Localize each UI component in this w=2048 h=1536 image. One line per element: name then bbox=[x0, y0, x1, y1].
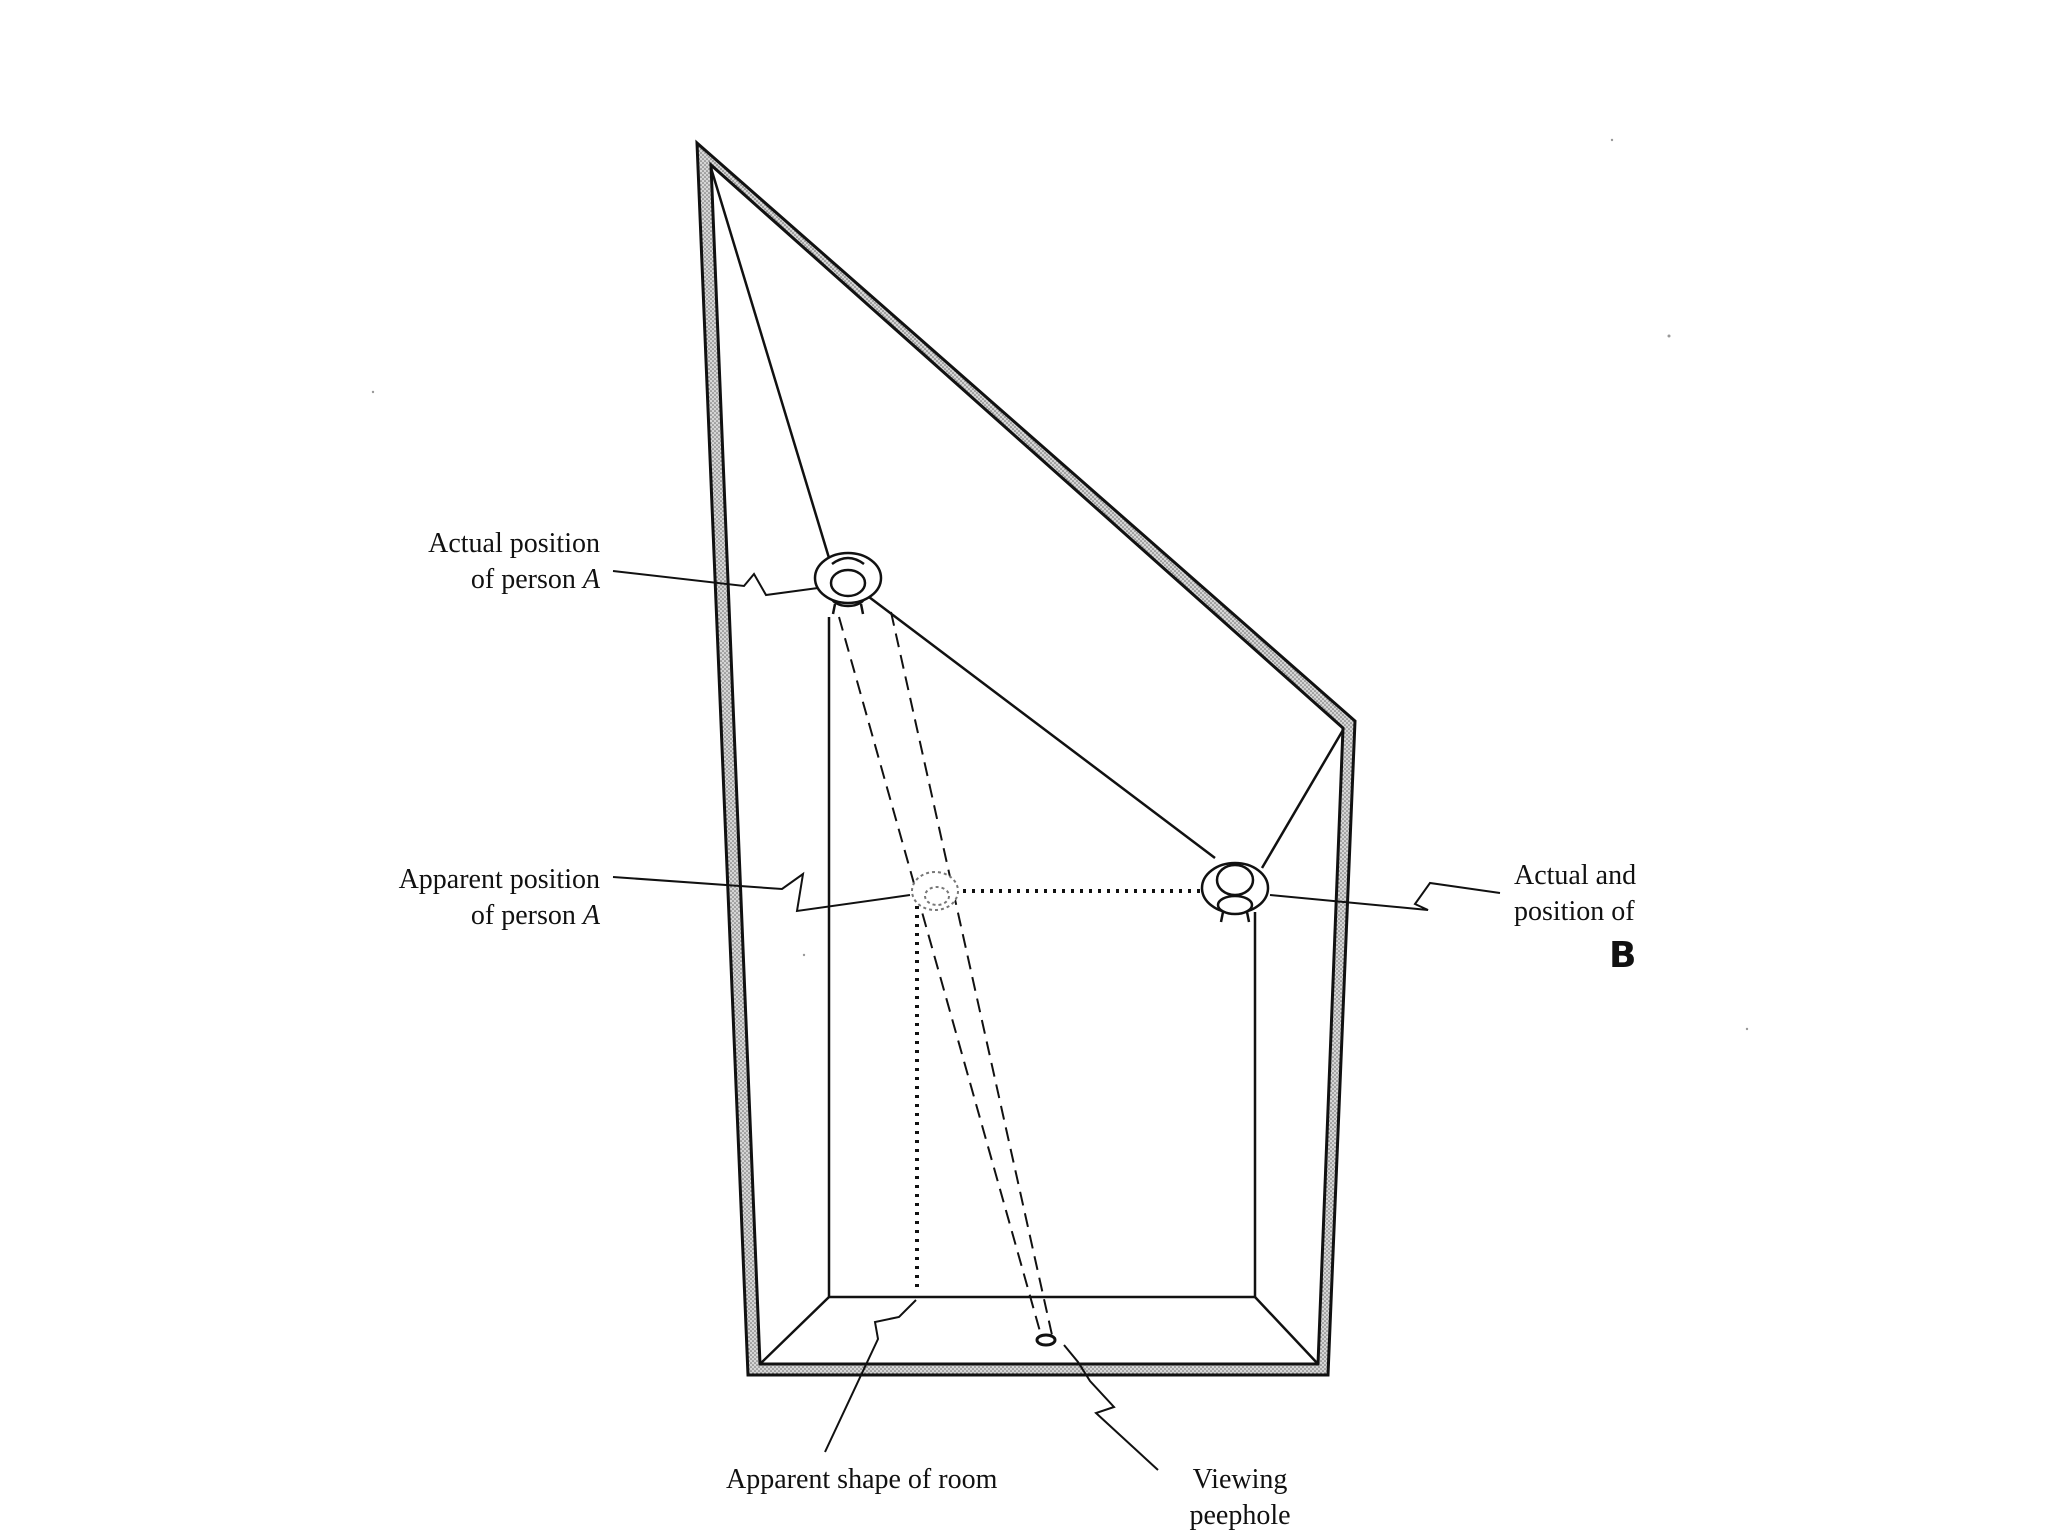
inner-floor-area bbox=[709, 161, 1345, 1366]
room-walls bbox=[695, 139, 1357, 1377]
label-viewing-peephole: Viewing peephole bbox=[1160, 1462, 1320, 1534]
label-apparent-position-a: Apparent position of person A bbox=[330, 862, 600, 934]
label-actual-a-line2: of person A bbox=[360, 562, 600, 598]
label-apparent-a-text: of person bbox=[470, 900, 576, 931]
label-actual-a-letter: A bbox=[582, 564, 600, 595]
person-a-figure bbox=[813, 551, 883, 615]
label-actual-position-b: Actual and position of bbox=[1514, 858, 1694, 930]
label-apparent-shape-of-room: Apparent shape of room bbox=[726, 1464, 998, 1495]
label-peephole-line2: peephole bbox=[1189, 1500, 1291, 1531]
label-actual-b-letter: B bbox=[1609, 935, 1637, 976]
leader-apparent-room bbox=[824, 1299, 917, 1453]
leader-peephole bbox=[1063, 1344, 1159, 1471]
label-apparent-a-line2: of person A bbox=[330, 898, 600, 934]
label-peephole-line1: Viewing bbox=[1192, 1464, 1288, 1495]
leader-actual-a bbox=[612, 570, 819, 597]
leader-actual-b bbox=[1269, 881, 1501, 911]
label-actual-b-line2: position of bbox=[1514, 896, 1635, 927]
apparent-room-outline bbox=[759, 617, 1319, 1365]
dotted-lines bbox=[915, 889, 1208, 1292]
label-apparent-a-line1: Apparent position bbox=[398, 864, 600, 895]
person-b-figure bbox=[1200, 861, 1270, 923]
label-actual-a-line1: Actual position bbox=[428, 528, 600, 559]
label-actual-a-text: of person bbox=[470, 564, 576, 595]
label-apparent-a-letter: A bbox=[582, 900, 600, 931]
leader-lines bbox=[612, 570, 1501, 1471]
leader-apparent-a bbox=[612, 871, 911, 913]
viewing-cone bbox=[838, 611, 1053, 1336]
label-actual-b-line1: Actual and bbox=[1514, 860, 1637, 891]
peephole-marker bbox=[1035, 1333, 1057, 1347]
sight-lines bbox=[709, 167, 1345, 869]
scan-specks bbox=[371, 138, 1749, 1031]
person-a-apparent-figure bbox=[911, 871, 959, 911]
label-actual-position-a: Actual position of person A bbox=[360, 526, 600, 598]
